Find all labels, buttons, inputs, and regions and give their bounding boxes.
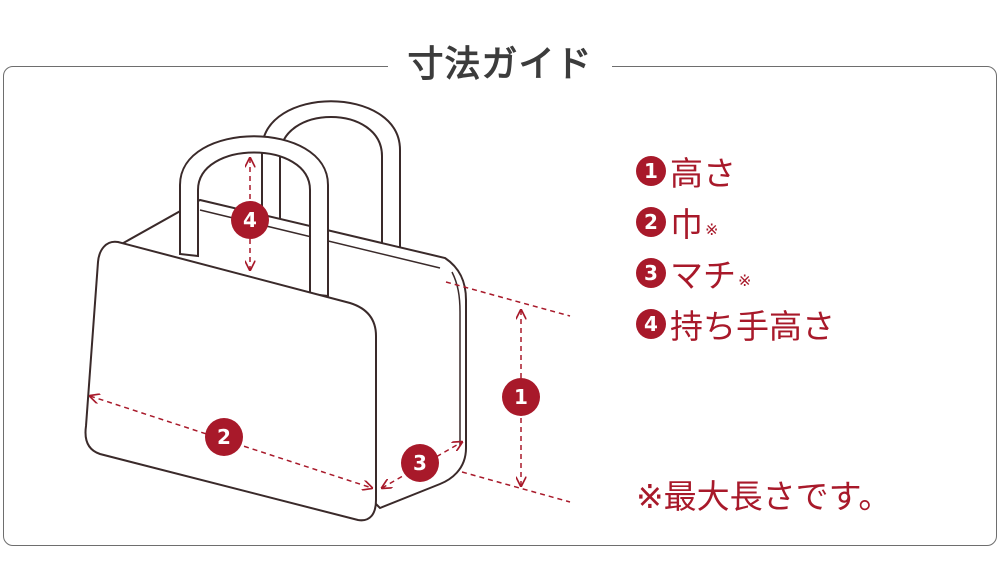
- legend-label: 高さ: [670, 153, 736, 193]
- height-dimension: [445, 281, 571, 503]
- legend-item-handle: 4 持ち手高さ: [636, 298, 835, 349]
- legend-badge: 4: [636, 308, 666, 339]
- legend-note-mark: ※: [705, 220, 719, 239]
- svg-text:2: 2: [217, 425, 231, 449]
- badge-depth: 3: [401, 444, 439, 482]
- legend-badge: 3: [636, 257, 666, 288]
- legend-note-mark: ※: [738, 271, 752, 290]
- svg-text:1: 1: [514, 385, 528, 409]
- badge-width: 2: [205, 418, 243, 456]
- legend-badge: 2: [636, 206, 666, 237]
- footnote: ※最大長さです。: [636, 477, 892, 516]
- dimension-legend: 1 高さ 2 巾 ※ 3 マチ ※ 4 持ち手高さ: [636, 145, 835, 349]
- legend-badge: 1: [636, 155, 666, 186]
- legend-label: マチ: [670, 255, 736, 295]
- front-handle: [179, 135, 329, 298]
- legend-item-width: 2 巾 ※: [636, 196, 835, 247]
- svg-text:4: 4: [243, 208, 257, 232]
- legend-item-depth: 3 マチ ※: [636, 247, 835, 298]
- title-container: 寸法ガイド: [388, 34, 612, 88]
- legend-label: 巾: [670, 204, 703, 244]
- legend-item-height: 1 高さ: [636, 145, 835, 196]
- svg-text:3: 3: [413, 451, 427, 475]
- page-title: 寸法ガイド: [407, 44, 593, 85]
- badge-handle: 4: [231, 201, 269, 239]
- badge-height: 1: [502, 378, 540, 416]
- legend-label: 持ち手高さ: [670, 306, 835, 346]
- side-edge-inner: [451, 271, 461, 446]
